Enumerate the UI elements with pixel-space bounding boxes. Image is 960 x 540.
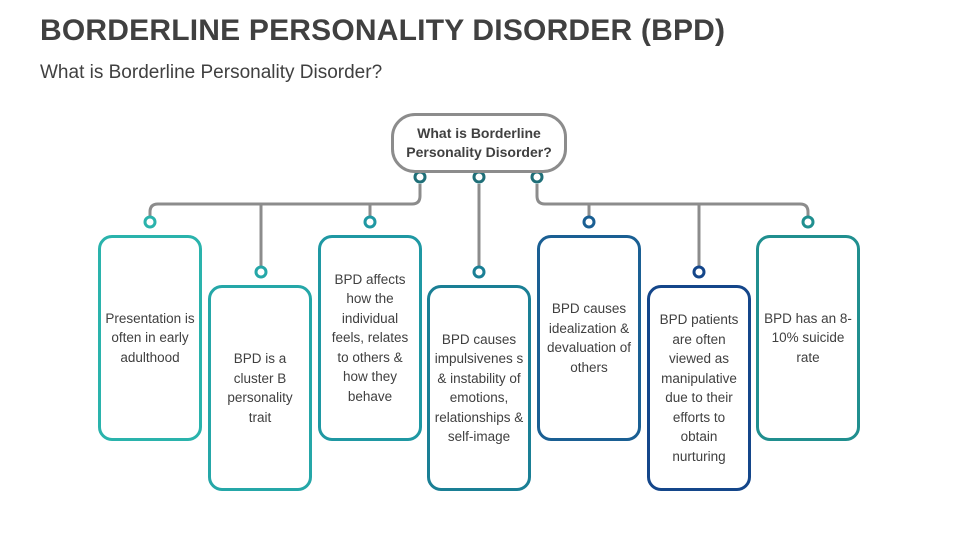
card-6-node bbox=[692, 265, 706, 279]
card-6-text: BPD patients are often viewed as manipul… bbox=[659, 312, 739, 464]
card-suicide-rate: BPD has an 8-10% suicide rate bbox=[756, 235, 860, 441]
card-5-node bbox=[582, 215, 596, 229]
card-4-node bbox=[472, 265, 486, 279]
card-idealization: BPD causes idealization & devaluation of… bbox=[537, 235, 641, 441]
card-affects: BPD affects how the individual feels, re… bbox=[318, 235, 422, 441]
root-node-center bbox=[472, 170, 486, 184]
connector-left-branch bbox=[148, 184, 422, 217]
root-node: What is Borderline Personality Disorder? bbox=[391, 113, 567, 173]
card-3-node bbox=[363, 215, 377, 229]
root-node-right bbox=[530, 170, 544, 184]
card-1-text: Presentation is often in early adulthood bbox=[105, 310, 195, 365]
card-impulsiveness: BPD causes impulsivenes s & instability … bbox=[427, 285, 531, 491]
card-4-text: BPD causes impulsivenes s & instability … bbox=[434, 331, 524, 445]
card-7-node bbox=[801, 215, 815, 229]
card-7-text: BPD has an 8-10% suicide rate bbox=[764, 310, 852, 365]
page-subtitle: What is Borderline Personality Disorder? bbox=[40, 62, 383, 83]
card-cluster-b: BPD is a cluster B personality trait bbox=[208, 285, 312, 491]
root-node-left bbox=[413, 170, 427, 184]
root-label: What is Borderline Personality Disorder? bbox=[406, 125, 552, 160]
card-presentation: Presentation is often in early adulthood bbox=[98, 235, 202, 441]
card-manipulative: BPD patients are often viewed as manipul… bbox=[647, 285, 751, 491]
connector-right-branch bbox=[535, 184, 810, 217]
card-3-text: BPD affects how the individual feels, re… bbox=[331, 271, 409, 404]
card-5-text: BPD causes idealization & devaluation of… bbox=[546, 301, 632, 375]
card-2-text: BPD is a cluster B personality trait bbox=[227, 351, 293, 425]
card-1-node bbox=[143, 215, 157, 229]
page-title: BORDERLINE PERSONALITY DISORDER (BPD) bbox=[40, 14, 726, 47]
card-2-node bbox=[254, 265, 268, 279]
